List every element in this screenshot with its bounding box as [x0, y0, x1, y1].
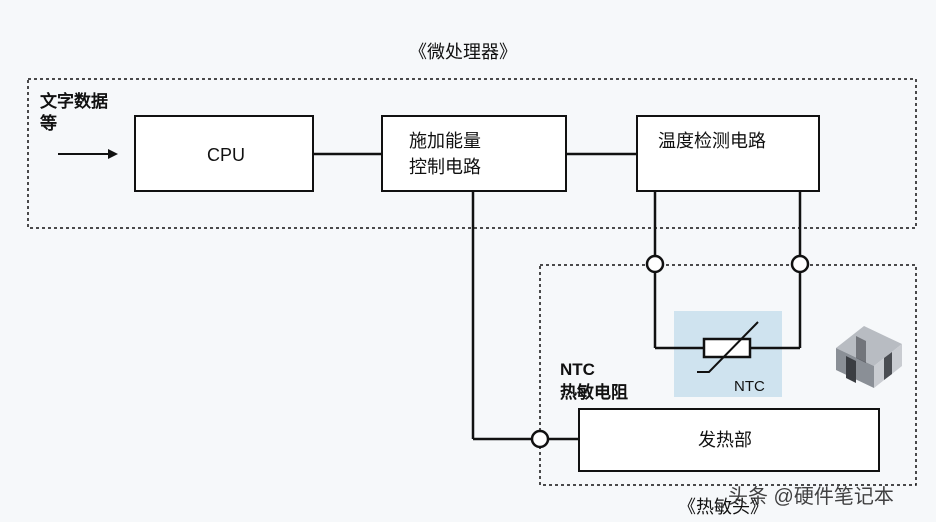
- temp-detect-box: 温度检测电路: [636, 115, 820, 192]
- ntc-caption-line2: 热敏电阻: [560, 383, 628, 402]
- ntc-chip-icon: [836, 326, 902, 388]
- watermark: 头条 @硬件笔记本: [728, 486, 894, 508]
- thermal-head-frame: [539, 264, 917, 486]
- cpu-box: CPU: [134, 115, 314, 192]
- thermistor-slash: [697, 321, 759, 373]
- power-control-label-line2: 控制电路: [409, 157, 481, 177]
- power-control-label-line1: 施加能量: [409, 131, 481, 151]
- thermistor-symbol: [702, 337, 752, 359]
- terminal-right: [790, 254, 810, 274]
- terminal-heater: [530, 429, 550, 449]
- ntc-symbol-label: NTC: [734, 378, 765, 395]
- heater-label: 发热部: [698, 430, 752, 450]
- thermal-head-title: 《热敏头》: [678, 497, 768, 517]
- terminal-left: [645, 254, 665, 274]
- input-arrow-head: [108, 149, 118, 159]
- microprocessor-frame: [27, 78, 917, 229]
- temp-detect-label: 温度检测电路: [658, 131, 766, 151]
- heater-box: 发热部: [578, 408, 880, 472]
- input-label-line1: 文字数据: [40, 92, 108, 111]
- cpu-label: CPU: [207, 145, 246, 165]
- microprocessor-title: 《微处理器》: [409, 42, 517, 62]
- ntc-caption-line1: NTC: [560, 360, 595, 379]
- power-control-box: 施加能量 控制电路: [381, 115, 567, 192]
- input-label-line2: 等: [40, 114, 57, 133]
